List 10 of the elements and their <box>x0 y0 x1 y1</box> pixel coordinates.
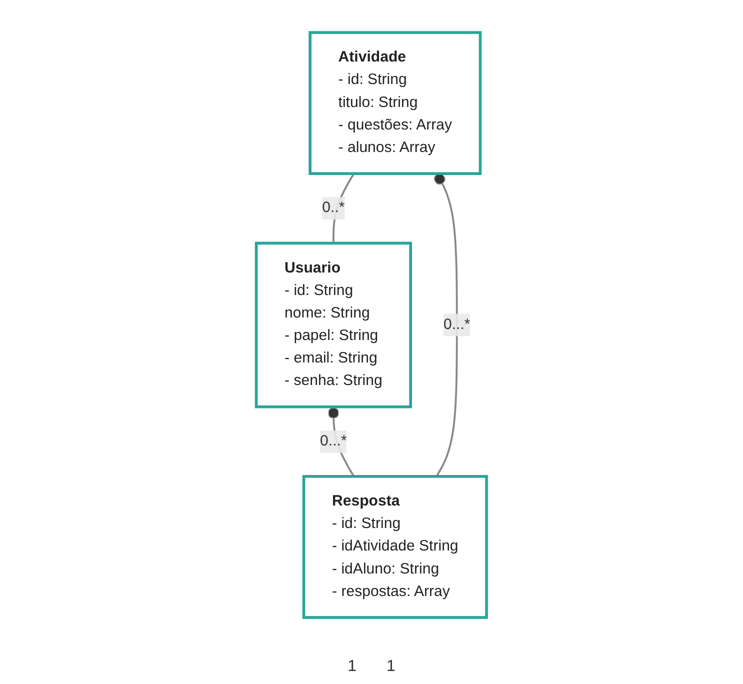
node-box: Atividade - id: String titulo: String - questões: Array - alunos: Array <box>308 31 482 175</box>
connector <box>434 173 458 477</box>
node-box: Usuario - id: String nome: String - papel: String - email: String - senha: String <box>254 242 412 408</box>
multiplicity-label: 1 <box>348 658 356 676</box>
edge-label: 0..* <box>322 200 345 216</box>
edge-label: 0...* <box>320 433 347 450</box>
edge-label: 0...* <box>444 316 470 333</box>
multiplicity-label: 1 <box>386 658 396 676</box>
connector <box>332 173 355 244</box>
node-box: Resposta - id: String - idAtividade String - idAluno: String - respostas: Array <box>302 475 488 619</box>
